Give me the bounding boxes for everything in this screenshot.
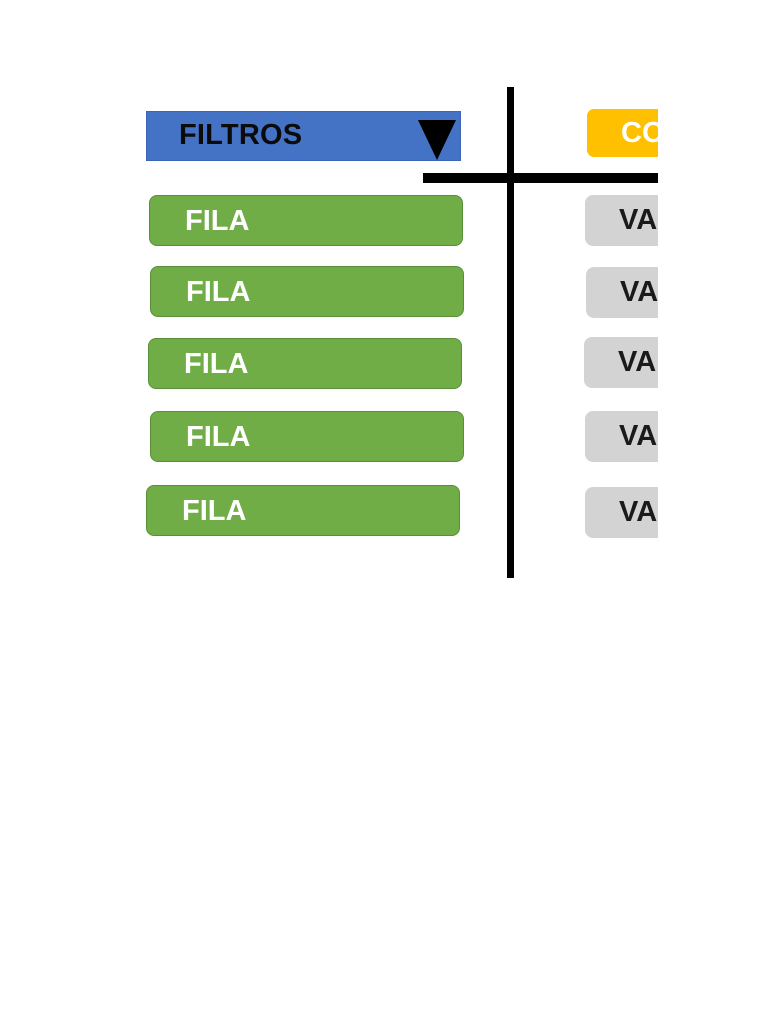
row-label: FILA <box>186 276 251 308</box>
value-label: VA <box>619 420 658 452</box>
diagram-viewport: FILTROS CO FILA VA FILA VA FILA VA FILA <box>146 87 658 578</box>
filter-header[interactable]: FILTROS <box>146 111 461 161</box>
row-item[interactable]: FILA <box>150 411 464 462</box>
value-label: VA <box>619 204 658 236</box>
value-label: VA <box>620 276 658 308</box>
triangle-down-icon[interactable] <box>418 120 456 160</box>
row-item[interactable]: FILA <box>149 195 463 246</box>
row-label: FILA <box>185 205 250 237</box>
row-item[interactable]: FILA <box>146 485 460 536</box>
row-label: FILA <box>184 348 249 380</box>
value-cell[interactable]: VA <box>585 487 658 538</box>
value-label: VA <box>618 346 657 378</box>
column-header-label: CO <box>621 117 658 149</box>
horizontal-divider <box>423 173 658 183</box>
value-cell[interactable]: VA <box>584 337 658 388</box>
vertical-divider <box>507 87 514 578</box>
row-item[interactable]: FILA <box>148 338 462 389</box>
value-cell[interactable]: VA <box>586 267 658 318</box>
column-header[interactable]: CO <box>587 109 658 157</box>
filter-label: FILTROS <box>179 119 303 151</box>
value-cell[interactable]: VA <box>585 411 658 462</box>
value-cell[interactable]: VA <box>585 195 658 246</box>
row-label: FILA <box>182 495 247 527</box>
value-label: VA <box>619 496 658 528</box>
row-label: FILA <box>186 421 251 453</box>
row-item[interactable]: FILA <box>150 266 464 317</box>
